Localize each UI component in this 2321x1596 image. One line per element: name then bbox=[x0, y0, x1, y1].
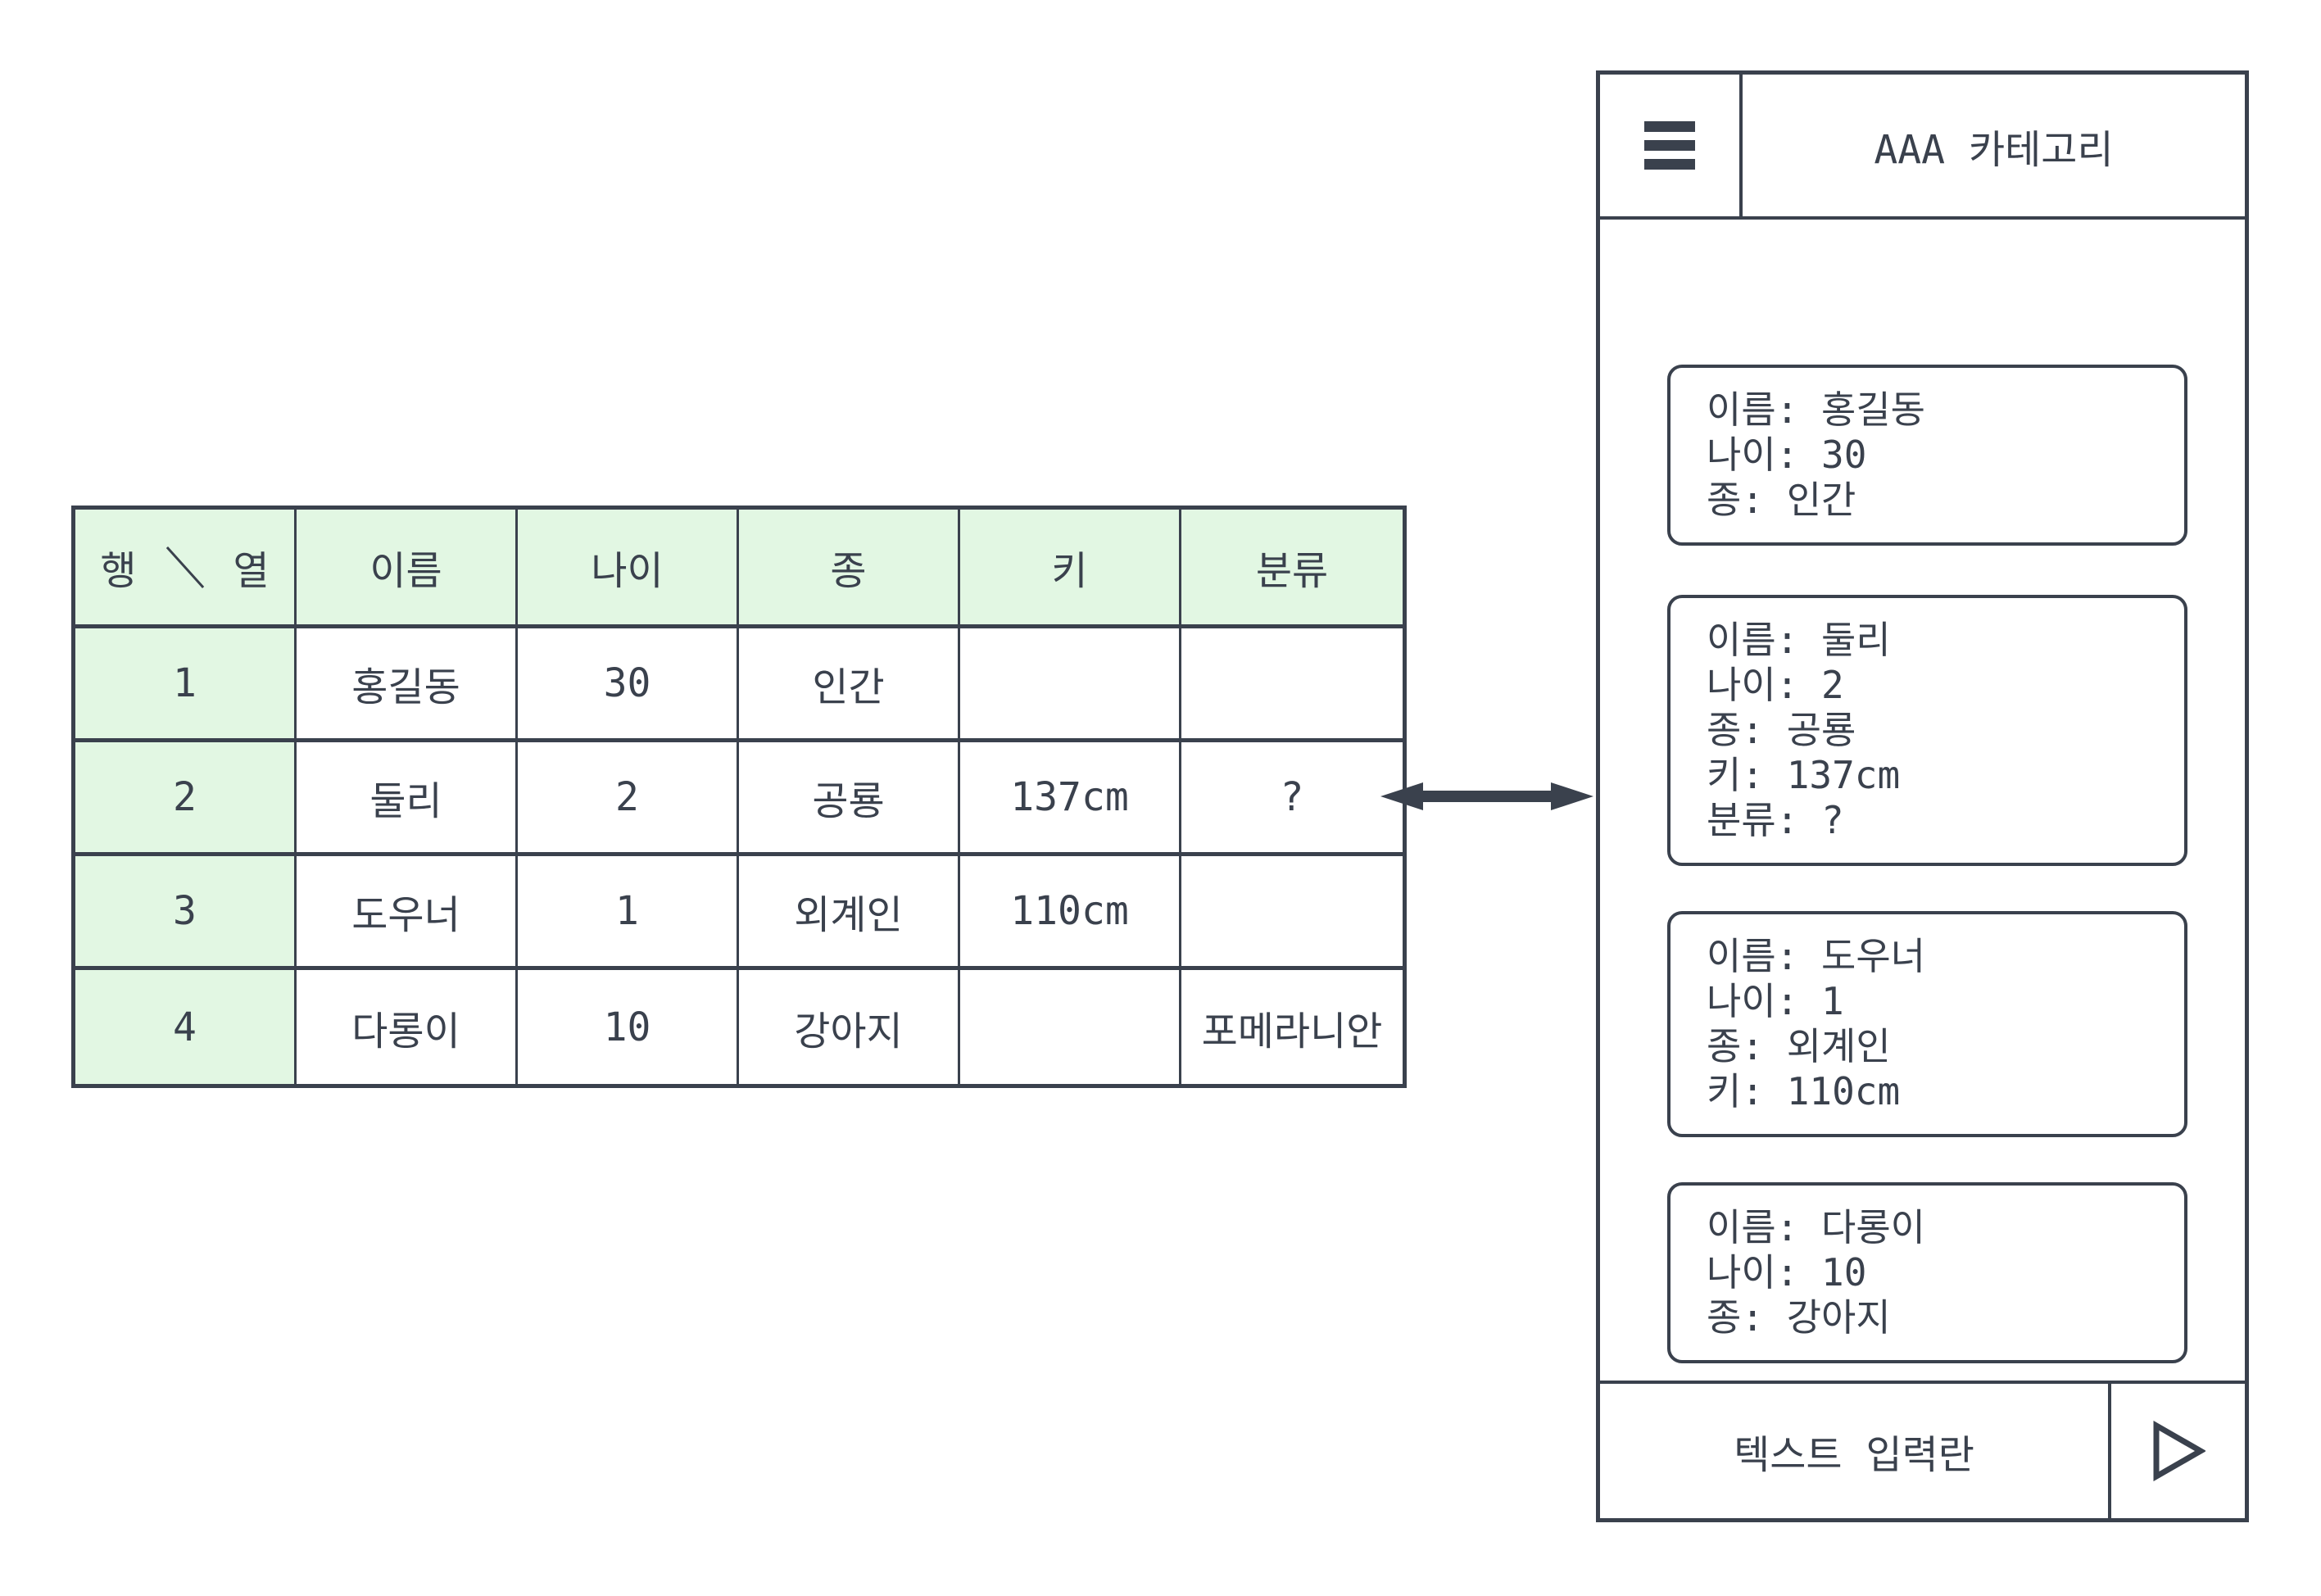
row-number: 4 bbox=[75, 970, 297, 1084]
table-cell: 포메라니안 bbox=[1201, 1008, 1383, 1054]
phone-title: AAA 카테고리 bbox=[1874, 126, 2114, 173]
row-number: 3 bbox=[75, 856, 297, 970]
diagonal-divider-icon bbox=[165, 546, 204, 588]
card-line: 종: 강아지 bbox=[1707, 1295, 1891, 1340]
phone-header: AAA 카테고리 bbox=[1600, 75, 2245, 220]
table-cell: 홍길동 bbox=[297, 628, 518, 742]
input-placeholder: 텍스트 입력란 bbox=[1734, 1432, 1974, 1478]
corner-row-label: 행 bbox=[100, 548, 137, 594]
table-cell: 공룡 bbox=[739, 742, 960, 856]
table-cell: 인간 bbox=[739, 628, 960, 742]
table-cell bbox=[1181, 628, 1403, 742]
text-input[interactable]: 텍스트 입력란 bbox=[1600, 1384, 2111, 1518]
card-line: 이름: 도우너 bbox=[1707, 934, 1925, 978]
table-cell: 도우너 bbox=[297, 856, 518, 970]
table-cell bbox=[1181, 856, 1403, 970]
card-line: 이름: 둘리 bbox=[1707, 618, 1891, 662]
table-cell: ? bbox=[1181, 742, 1403, 856]
table-cell: 외계인 bbox=[739, 856, 960, 970]
table-cell: 1 bbox=[518, 856, 739, 970]
double-arrow-icon bbox=[1380, 782, 1593, 810]
card-line: 종: 인간 bbox=[1707, 478, 1856, 522]
column-header-height: 키 bbox=[960, 510, 1181, 628]
card-line: 이름: 홍길동 bbox=[1707, 388, 1925, 432]
card-line: 종: 공룡 bbox=[1707, 708, 1856, 752]
corner-col-label: 열 bbox=[233, 548, 270, 594]
row-number: 1 bbox=[75, 628, 297, 742]
card-line: 나이: 2 bbox=[1707, 663, 1844, 707]
card-line: 키: 110cm bbox=[1707, 1069, 1901, 1113]
column-header-age: 나이 bbox=[518, 510, 739, 628]
table-corner-header: 행 열 bbox=[75, 510, 297, 628]
table-cell: 110cm bbox=[960, 856, 1181, 970]
send-button[interactable] bbox=[2111, 1384, 2245, 1518]
card-line: 분류: ? bbox=[1707, 798, 1844, 842]
table-cell: 137cm bbox=[960, 742, 1181, 856]
table-cell: 강아지 bbox=[739, 970, 960, 1084]
table-cell: 10 bbox=[518, 970, 739, 1084]
card-line: 나이: 30 bbox=[1707, 433, 1867, 477]
table-cell bbox=[960, 970, 1181, 1084]
send-triangle-icon bbox=[2153, 1421, 2205, 1481]
card-line: 나이: 1 bbox=[1707, 979, 1844, 1023]
card-line: 키: 137cm bbox=[1707, 753, 1901, 797]
table-cell bbox=[960, 628, 1181, 742]
menu-button[interactable] bbox=[1600, 75, 1743, 216]
row-number: 2 bbox=[75, 742, 297, 856]
table-cell: 2 bbox=[518, 742, 739, 856]
column-header-species: 종 bbox=[739, 510, 960, 628]
record-card: 이름: 둘리 나이: 2 종: 공룡 키: 137cm 분류: ? bbox=[1667, 595, 2187, 866]
table-cell: 둘리 bbox=[297, 742, 518, 856]
column-header-name: 이름 bbox=[297, 510, 518, 628]
card-line: 이름: 다롱이 bbox=[1707, 1205, 1925, 1249]
table-cell: 다롱이 bbox=[297, 970, 518, 1084]
record-card: 이름: 홍길동 나이: 30 종: 인간 bbox=[1667, 365, 2187, 546]
card-line: 나이: 10 bbox=[1707, 1250, 1867, 1294]
input-bar: 텍스트 입력란 bbox=[1600, 1381, 2245, 1518]
column-header-category: 분류 bbox=[1181, 510, 1403, 628]
record-card: 이름: 다롱이 나이: 10 종: 강아지 bbox=[1667, 1182, 2187, 1363]
card-line: 종: 외계인 bbox=[1707, 1024, 1891, 1068]
phone-mockup: AAA 카테고리 이름: 홍길동 나이: 30 종: 인간 이름: 둘리 나이:… bbox=[1596, 70, 2249, 1522]
hamburger-icon bbox=[1644, 121, 1695, 170]
table-cell: 30 bbox=[518, 628, 739, 742]
spreadsheet-table: 행 열 이름 나이 종 키 분류 1 홍길동 30 인간 2 둘리 2 공룡 1… bbox=[71, 506, 1407, 1088]
record-card: 이름: 도우너 나이: 1 종: 외계인 키: 110cm bbox=[1667, 911, 2187, 1137]
